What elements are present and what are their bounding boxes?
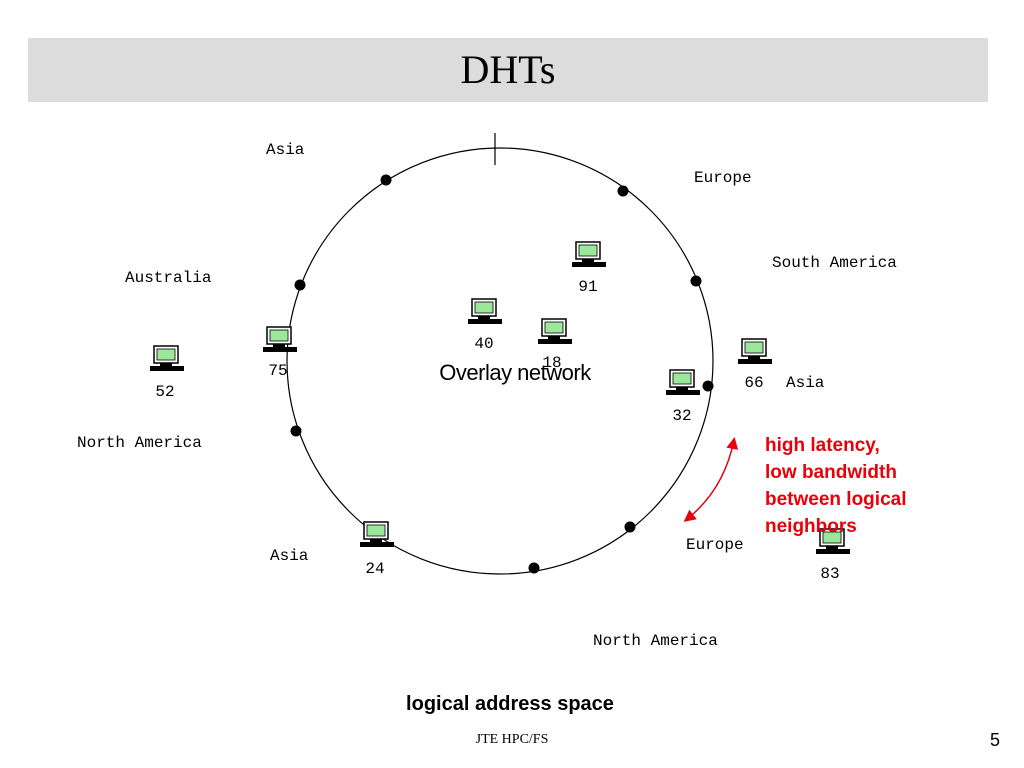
node-id-label: 18	[542, 354, 562, 372]
computer-icon	[734, 337, 776, 369]
node-id-label: 66	[744, 374, 764, 392]
node-id-label: 32	[672, 407, 692, 425]
region-label-asia: Asia	[266, 141, 305, 159]
computer-icon	[146, 344, 188, 376]
slide-title: DHTs	[460, 47, 556, 92]
page-number: 5	[989, 730, 1000, 750]
node-id-label: 52	[155, 383, 175, 401]
ring-node-dot	[690, 275, 702, 287]
region-label-north-america: North America	[77, 434, 202, 452]
ring-node-dot	[290, 425, 302, 437]
overlay-network-label: Overlay network	[439, 360, 591, 385]
region-label-north-america: North America	[593, 632, 718, 650]
ring-node-dot	[380, 174, 392, 186]
title-bar: DHTs	[28, 38, 988, 102]
region-label-south-america: South America	[772, 254, 897, 272]
node-id-label: 40	[474, 335, 494, 353]
ring-node-dot	[702, 380, 714, 392]
node-id-label: 24	[365, 560, 385, 578]
computer-icon	[259, 325, 301, 357]
node-id-label: 75	[268, 362, 288, 380]
logical-ring	[286, 147, 714, 575]
computer-icon	[568, 240, 610, 272]
latency-note-line: high latency,	[765, 435, 880, 456]
region-label-europe: Europe	[686, 536, 744, 554]
ring-node-dot	[617, 185, 629, 197]
ring-node-dot	[294, 279, 306, 291]
diagram-caption: logical address space	[406, 693, 614, 715]
computer-icon	[534, 317, 576, 349]
region-label-europe: Europe	[694, 169, 752, 187]
latency-note: high latency, low bandwidth between logi…	[765, 432, 1015, 540]
node-id-label: 91	[578, 278, 598, 296]
latency-note-line: between logical	[765, 489, 907, 510]
computer-icon	[356, 520, 398, 552]
computer-icon	[464, 297, 506, 329]
region-label-asia: Asia	[270, 547, 309, 565]
latency-arrow	[683, 437, 739, 522]
ring-node-dot	[528, 562, 540, 574]
node-id-label: 83	[820, 565, 840, 583]
computer-icon	[662, 368, 704, 400]
computer-icon	[812, 527, 854, 559]
slide-footer: JTE HPC/FS	[475, 732, 549, 747]
region-label-australia: Australia	[125, 269, 212, 287]
region-label-asia: Asia	[786, 374, 825, 392]
latency-note-line: neighbors	[765, 516, 857, 537]
ring-node-dot	[624, 521, 636, 533]
latency-note-line: low bandwidth	[765, 462, 897, 483]
